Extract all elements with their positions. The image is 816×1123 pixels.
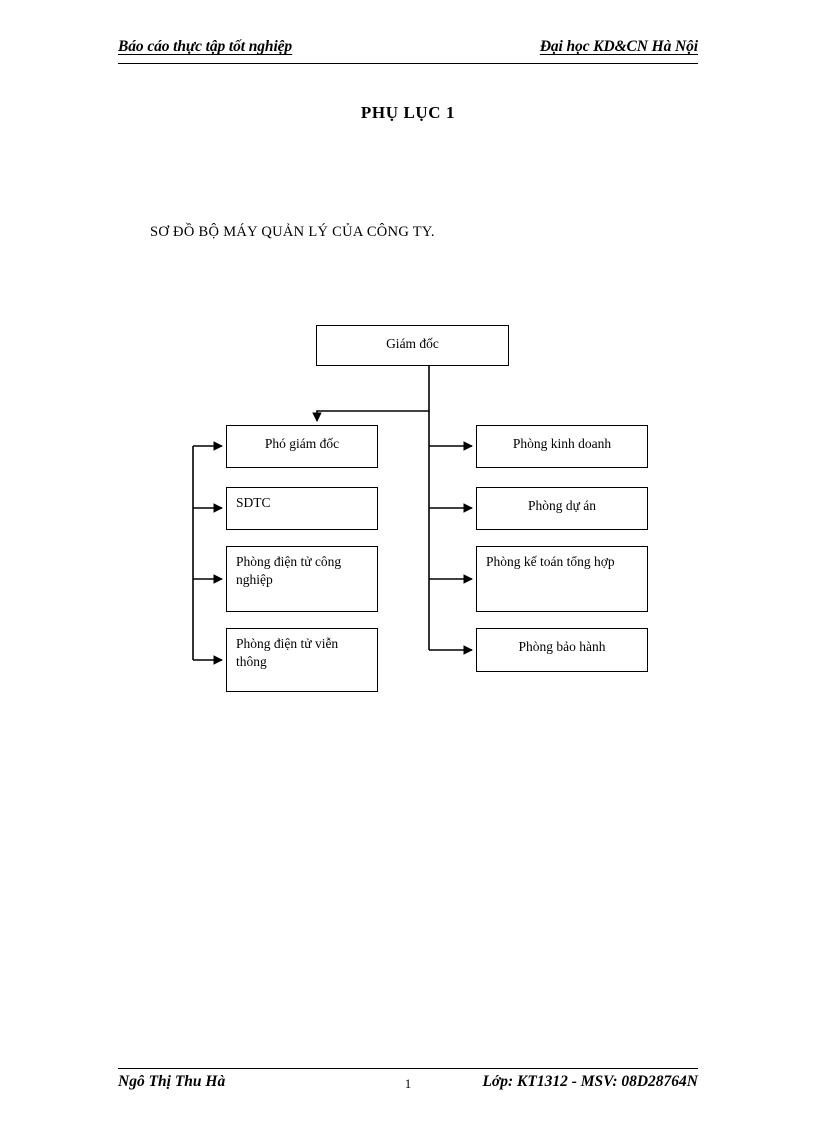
footer-right-text: Lớp: KT1312 - MSV: 08D28764N [482, 1073, 698, 1090]
node-giam-doc[interactable]: Giám đốc [316, 325, 509, 366]
node-label: SDTC [236, 495, 271, 510]
node-phong-kinh-doanh[interactable]: Phòng kinh doanh [476, 425, 648, 468]
node-label: Phòng điện tử viễn thông [236, 636, 339, 670]
node-phong-dien-tu-cong-nghiep[interactable]: Phòng điện tử công nghiệp [226, 546, 378, 612]
node-label: Phòng điện tử công nghiệp [236, 554, 342, 588]
header-left-text: Báo cáo thực tập tốt nghiệp [118, 38, 293, 55]
node-phong-du-an[interactable]: Phòng dự án [476, 487, 648, 530]
node-sdtc[interactable]: SDTC [226, 487, 378, 530]
node-label: Phòng kinh doanh [512, 436, 612, 451]
node-phong-bao-hanh[interactable]: Phòng bảo hành [476, 628, 648, 672]
node-pho-giam-doc[interactable]: Phó giám đốc [226, 425, 378, 468]
page-title: PHỤ LỤC 1 [360, 103, 456, 122]
header-right-text: Đại học KD&CN Hà Nội [539, 38, 698, 55]
section-subtitle: SƠ ĐỒ BỘ MÁY QUẢN LÝ CỦA CÔNG TY. [150, 224, 435, 240]
node-label: Phó giám đốc [264, 436, 340, 451]
node-label: Phòng bảo hành [518, 639, 606, 654]
page-number: 1 [404, 1077, 412, 1091]
page-header: Báo cáo thực tập tốt nghiệp Đại học KD&C… [118, 38, 698, 64]
node-phong-ke-toan-tong-hop[interactable]: Phòng kế toán tổng hợp [476, 546, 648, 612]
footer-left-text: Ngô Thị Thu Hà [118, 1073, 226, 1090]
node-label: Giám đốc [386, 336, 439, 351]
node-label: Phòng dự án [527, 498, 597, 513]
node-phong-dien-tu-vien-thong[interactable]: Phòng điện tử viễn thông [226, 628, 378, 692]
footer-divider [118, 1068, 698, 1069]
header-divider [118, 63, 698, 64]
node-label: Phòng kế toán tổng hợp [486, 554, 615, 569]
